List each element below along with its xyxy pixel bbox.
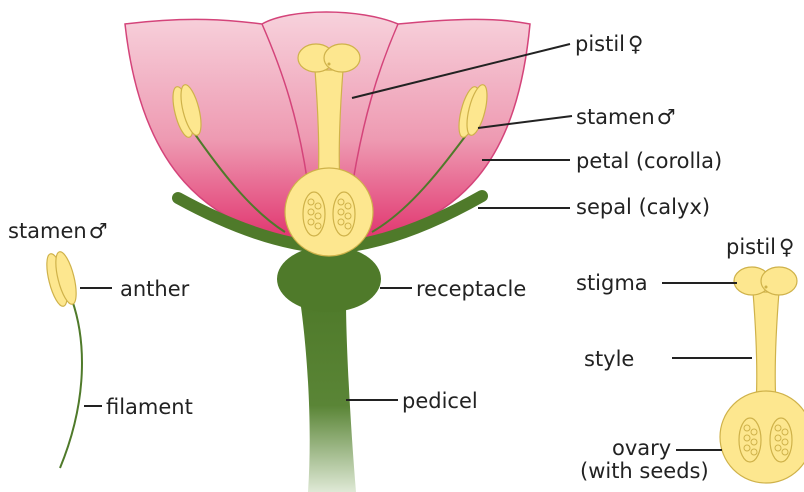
label-stigma: stigma	[576, 271, 648, 295]
label-pistil-detail: pistil♀	[726, 235, 794, 259]
stamen-detail	[43, 250, 82, 468]
label-stamen: stamen♂	[576, 105, 676, 129]
label-stamen-detail: stamen♂	[8, 219, 108, 243]
ovary-main	[285, 168, 373, 256]
label-pedicel: pedicel	[402, 389, 478, 413]
label-ovary: ovary	[612, 436, 671, 460]
label-receptacle: receptacle	[416, 277, 526, 301]
label-filament: filament	[106, 395, 193, 419]
label-sepal: sepal (calyx)	[576, 195, 710, 219]
label-style: style	[584, 347, 634, 371]
label-pistil: pistil♀	[575, 32, 643, 56]
filament-detail	[60, 300, 82, 468]
label-anther: anther	[120, 277, 190, 301]
label-petal: petal (corolla)	[576, 149, 722, 173]
label-ovary-seeds: (with seeds)	[580, 459, 709, 483]
main-flower	[125, 12, 530, 492]
pistil-detail	[720, 267, 804, 483]
pedicel-stem	[300, 300, 356, 492]
